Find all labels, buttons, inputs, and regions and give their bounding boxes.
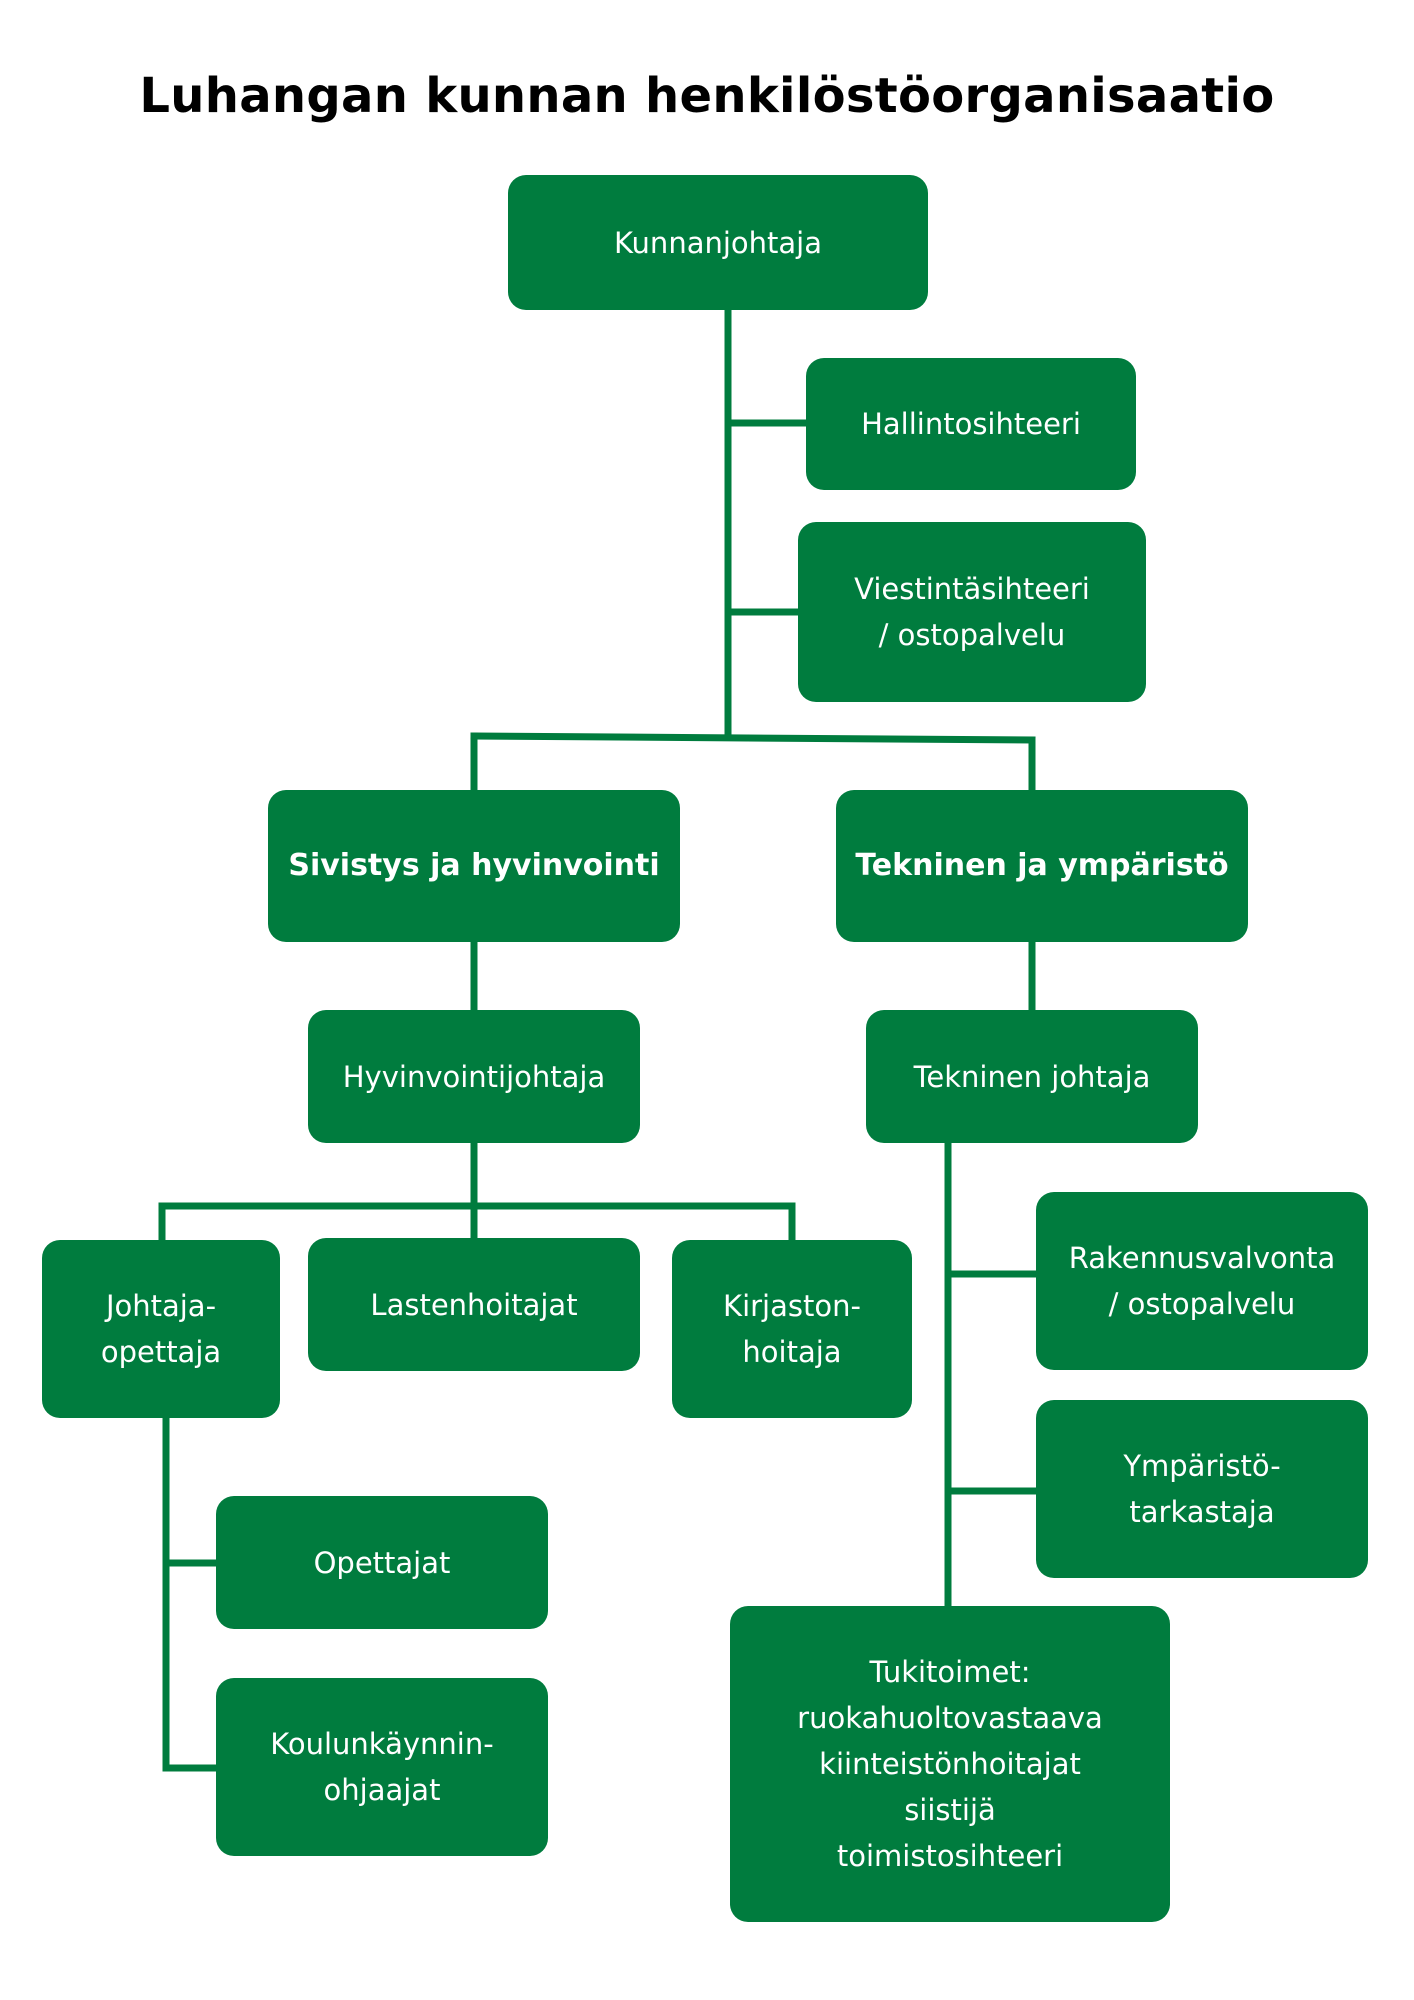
node-ymparistotarkastaja-line-2: tarkastaja (1129, 1495, 1275, 1529)
node-tukitoimet-line-1: Tukitoimet: (869, 1655, 1031, 1689)
node-tukitoimet-line-4: siistijä (904, 1793, 996, 1827)
node-tukitoimet: Tukitoimet: ruokahuoltovastaava kiinteis… (730, 1606, 1170, 1922)
node-kunnanjohtaja-line-1: Kunnanjohtaja (613, 225, 822, 260)
node-koulunkaynninohjaajat-line-1: Koulunkäynnin- (270, 1727, 494, 1761)
node-tekninen-johtaja: Tekninen johtaja (866, 1010, 1198, 1143)
node-opettajat-line-1: Opettajat (313, 1545, 451, 1580)
node-ymparistotarkastaja: Ympäristö- tarkastaja (1036, 1400, 1368, 1578)
node-johtaja-opettaja-line-2: opettaja (100, 1335, 222, 1369)
node-viestintasihteeri-line-1: Viestintäsihteeri (854, 572, 1090, 606)
node-tukitoimet-line-5: toimistosihteeri (836, 1839, 1064, 1873)
connector-department-bar (470, 732, 1036, 744)
node-koulunkaynninohjaajat: Koulunkäynnin- ohjaajat (216, 1678, 548, 1856)
chart-title: Luhangan kunnan henkilöstöorganisaatio (139, 68, 1275, 124)
node-kunnanjohtaja: Kunnanjohtaja (508, 175, 928, 310)
node-tukitoimet-line-2: ruokahuoltovastaava (797, 1701, 1103, 1735)
node-tukitoimet-line-3: kiinteistönhoitajat (819, 1747, 1081, 1781)
node-tekninen-johtaja-line-1: Tekninen johtaja (913, 1059, 1151, 1094)
node-tekninen-line-1: Tekninen ja ympäristö (855, 848, 1229, 883)
node-viestintasihteeri-line-2: / ostopalvelu (878, 618, 1066, 652)
node-rakennusvalvonta-line-2: / ostopalvelu (1108, 1287, 1296, 1321)
node-hallintosihteeri: Hallintosihteeri (806, 358, 1136, 490)
node-rakennusvalvonta-line-1: Rakennusvalvonta (1068, 1241, 1336, 1275)
node-kirjastonhoitaja-line-2: hoitaja (742, 1335, 842, 1369)
node-sivistys-ja-hyvinvointi: Sivistys ja hyvinvointi (268, 790, 680, 942)
node-koulunkaynninohjaajat-line-2: ohjaajat (323, 1773, 441, 1807)
node-rakennusvalvonta: Rakennusvalvonta / ostopalvelu (1036, 1192, 1368, 1370)
node-opettajat: Opettajat (216, 1496, 548, 1629)
node-ymparistotarkastaja-line-1: Ympäristö- (1123, 1449, 1281, 1483)
node-viestintasihteeri: Viestintäsihteeri / ostopalvelu (798, 522, 1146, 702)
node-lastenhoitajat: Lastenhoitajat (308, 1238, 640, 1371)
node-sivistys-line-1: Sivistys ja hyvinvointi (288, 848, 660, 883)
node-johtaja-opettaja-line-1: Johtaja- (105, 1289, 217, 1323)
node-tekninen-ja-ymparisto: Tekninen ja ympäristö (836, 790, 1248, 942)
node-hyvinvointijohtaja: Hyvinvointijohtaja (308, 1010, 640, 1143)
node-hallintosihteeri-line-1: Hallintosihteeri (861, 407, 1081, 441)
node-kirjastonhoitaja-line-1: Kirjaston- (723, 1289, 861, 1323)
node-lastenhoitajat-line-1: Lastenhoitajat (370, 1287, 578, 1322)
node-hyvinvointijohtaja-line-1: Hyvinvointijohtaja (342, 1059, 606, 1094)
node-kirjastonhoitaja: Kirjaston- hoitaja (672, 1240, 912, 1418)
node-johtaja-opettaja: Johtaja- opettaja (42, 1240, 280, 1418)
